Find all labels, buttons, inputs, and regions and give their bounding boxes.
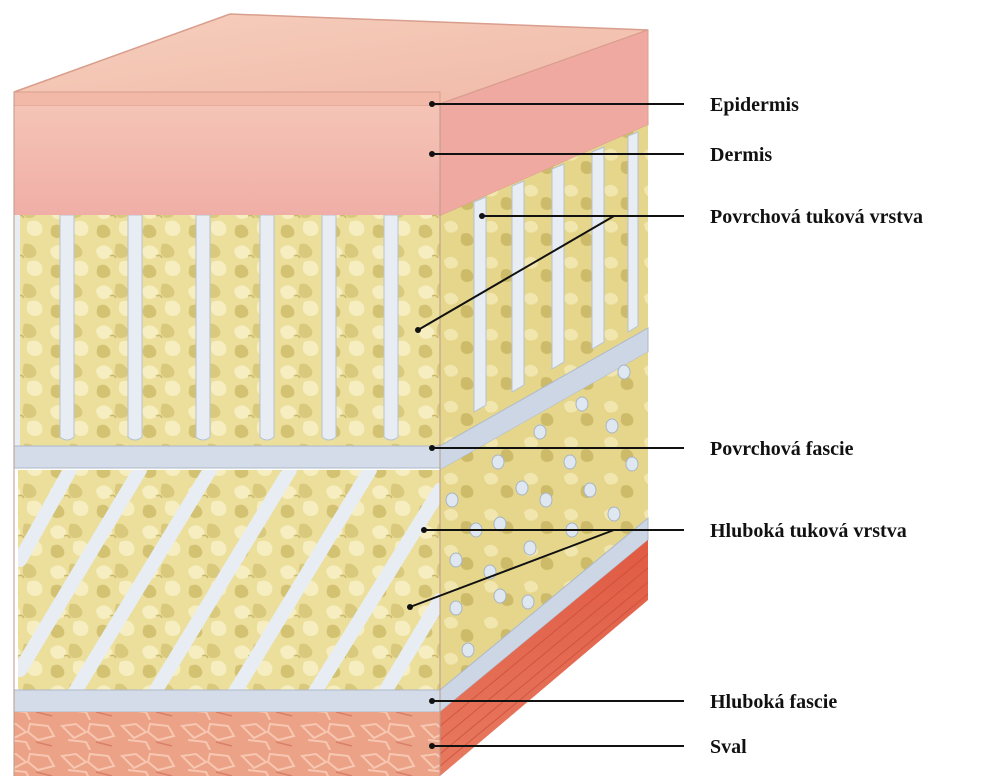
label-deep-fascia: Hluboká fascie bbox=[710, 691, 837, 713]
epidermis-layer-front bbox=[14, 92, 440, 106]
superficial-fat-front bbox=[18, 215, 440, 447]
label-epidermis: Epidermis bbox=[710, 94, 799, 116]
deep-fascia-front bbox=[14, 690, 440, 712]
label-superficial-fat: Povrchová tuková vrstva bbox=[710, 206, 923, 228]
muscle-front bbox=[14, 712, 440, 776]
label-deep-fat: Hluboká tuková vrstva bbox=[710, 520, 907, 542]
label-superficial-fascia: Povrchová fascie bbox=[710, 438, 854, 460]
label-muscle: Sval bbox=[710, 736, 747, 758]
dermis-layer-front bbox=[14, 106, 440, 216]
deep-fat-front bbox=[18, 468, 440, 700]
superficial-fascia-front bbox=[14, 446, 440, 468]
label-dermis: Dermis bbox=[710, 144, 772, 166]
